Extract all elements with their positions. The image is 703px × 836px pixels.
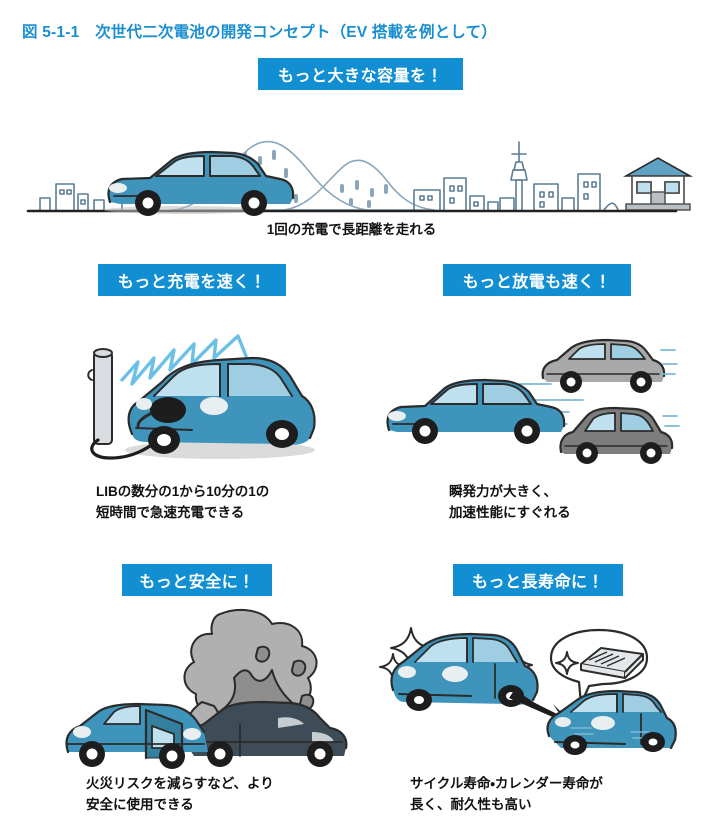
dark-car [188,700,348,767]
fast-charge-scene-svg [87,334,316,460]
badge-fast-charge: もっと充電を速く！ [98,264,286,296]
caption-safety: 火災リスクを減らすなど、より 安全に使用できる [86,776,274,812]
caption-capacity: 1回の充電で長距離を走れる [266,222,437,237]
caption-fast-discharge: 瞬発力が大きく、 加速性能にすぐれる [449,484,571,520]
long-life-scene-svg [379,627,677,755]
gray-car-lower [559,406,680,464]
illustration-safety [62,606,362,769]
caption-long-life: サイクル寿命・カレンダー寿命が 長く、耐久性も高い [410,776,603,812]
fast-discharge-scene-svg [386,338,680,464]
capacity-scene-svg [26,140,694,216]
illustration-fast-discharge [375,330,680,465]
blue-car-side-fast [386,378,566,444]
illustration-capacity [22,118,694,218]
badge-capacity: もっと大きな容量を！ [258,58,463,90]
house-icon [622,157,694,211]
charging-car [127,356,316,454]
badge-long-life: もっと長寿命に！ [453,564,623,596]
badge-safety: もっと安全に！ [122,564,272,596]
blue-car-side [104,150,295,216]
gray-car-upper [541,338,678,393]
safety-scene-svg [65,608,348,769]
new-blue-car [390,632,539,711]
battery-speech-bubble [549,628,649,706]
caption-fast-charge: LIBの数分の1から10分の1の 短時間で急速充電できる [96,484,270,520]
illustration-long-life [375,612,677,762]
crashed-blue-car [65,702,208,769]
badge-fast-discharge: もっと放電も速く！ [443,264,631,296]
page-title: 図 5-1-1 次世代二次電池の開発コンセプト（EV 搭載を例として） [22,24,498,41]
battery-pack-icon [580,647,644,679]
aged-blue-car [546,689,677,755]
illustration-fast-charge [70,322,330,467]
